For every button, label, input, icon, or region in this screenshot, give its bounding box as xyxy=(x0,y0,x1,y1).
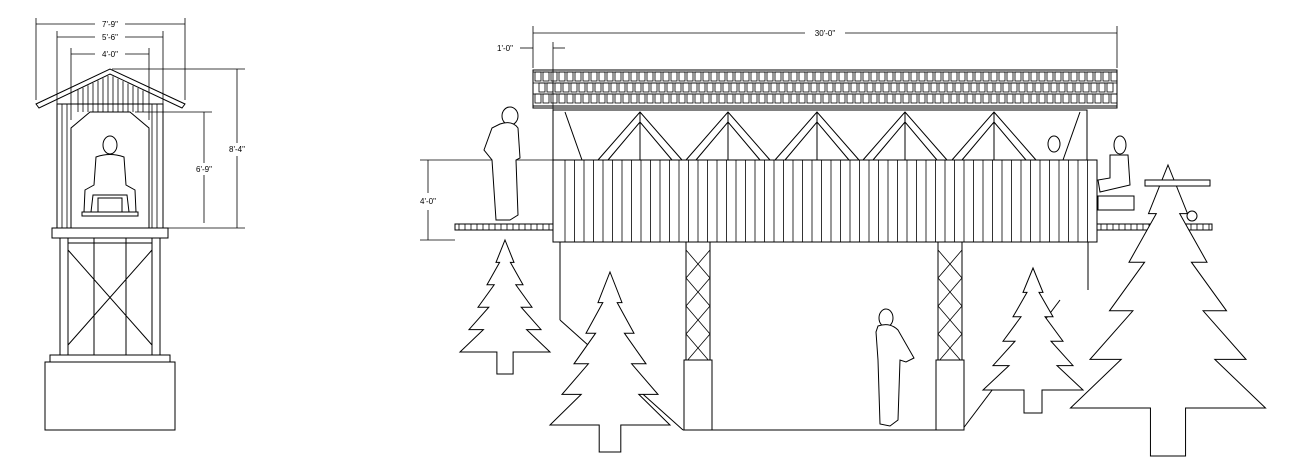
pine-tree xyxy=(1069,163,1267,457)
dim-inner-width: 4'-0" xyxy=(102,50,118,59)
tower-dimensions: 7'-9" 5'-6" 4'-0" 8'-4" 6'-9" xyxy=(35,18,245,229)
truss-panel xyxy=(597,111,683,161)
bridge-siding xyxy=(552,159,1098,243)
pine-tree xyxy=(981,266,1085,414)
bridge-piers xyxy=(683,241,965,431)
truss-panel xyxy=(685,111,771,161)
dim-total-height: 8'-4" xyxy=(229,145,245,154)
tower-legs xyxy=(59,238,161,355)
pier-footing xyxy=(683,359,713,431)
standing-person-deck xyxy=(483,106,521,221)
bridge-dimensions: 30'-0" 1'-0" 4'-0" xyxy=(420,26,1118,241)
bridge-truss xyxy=(552,109,1088,161)
pine-tree xyxy=(458,238,552,375)
truss-frame xyxy=(552,109,1088,161)
trees xyxy=(458,163,1267,457)
deck xyxy=(454,223,554,231)
tower-base xyxy=(44,354,176,431)
lookout-tower xyxy=(35,68,186,431)
dim-bridge-length: 30'-0" xyxy=(815,29,836,38)
rider-on-car xyxy=(1047,135,1211,222)
pier xyxy=(935,241,965,431)
siding-panel xyxy=(552,159,1098,243)
truss-panel xyxy=(862,111,948,161)
pier xyxy=(683,241,713,431)
truss-panel xyxy=(774,111,860,161)
dim-rail-height: 4'-0" xyxy=(420,197,436,206)
dim-outer-width: 5'-6" xyxy=(102,33,118,42)
dim-overhang: 1'-0" xyxy=(497,44,513,53)
pier-footing xyxy=(935,359,965,431)
tower-roof xyxy=(35,68,186,109)
tower-platform xyxy=(51,227,169,239)
bridge-shingle-roof xyxy=(532,69,1118,109)
dim-opening-height: 6'-9" xyxy=(196,165,212,174)
truss-panel xyxy=(951,111,1037,161)
pine-tree xyxy=(548,270,672,453)
standing-person-ground xyxy=(875,308,915,427)
covered-bridge xyxy=(454,69,1213,431)
dim-eave-width: 7'-9" xyxy=(102,20,118,29)
seated-person xyxy=(81,135,139,217)
